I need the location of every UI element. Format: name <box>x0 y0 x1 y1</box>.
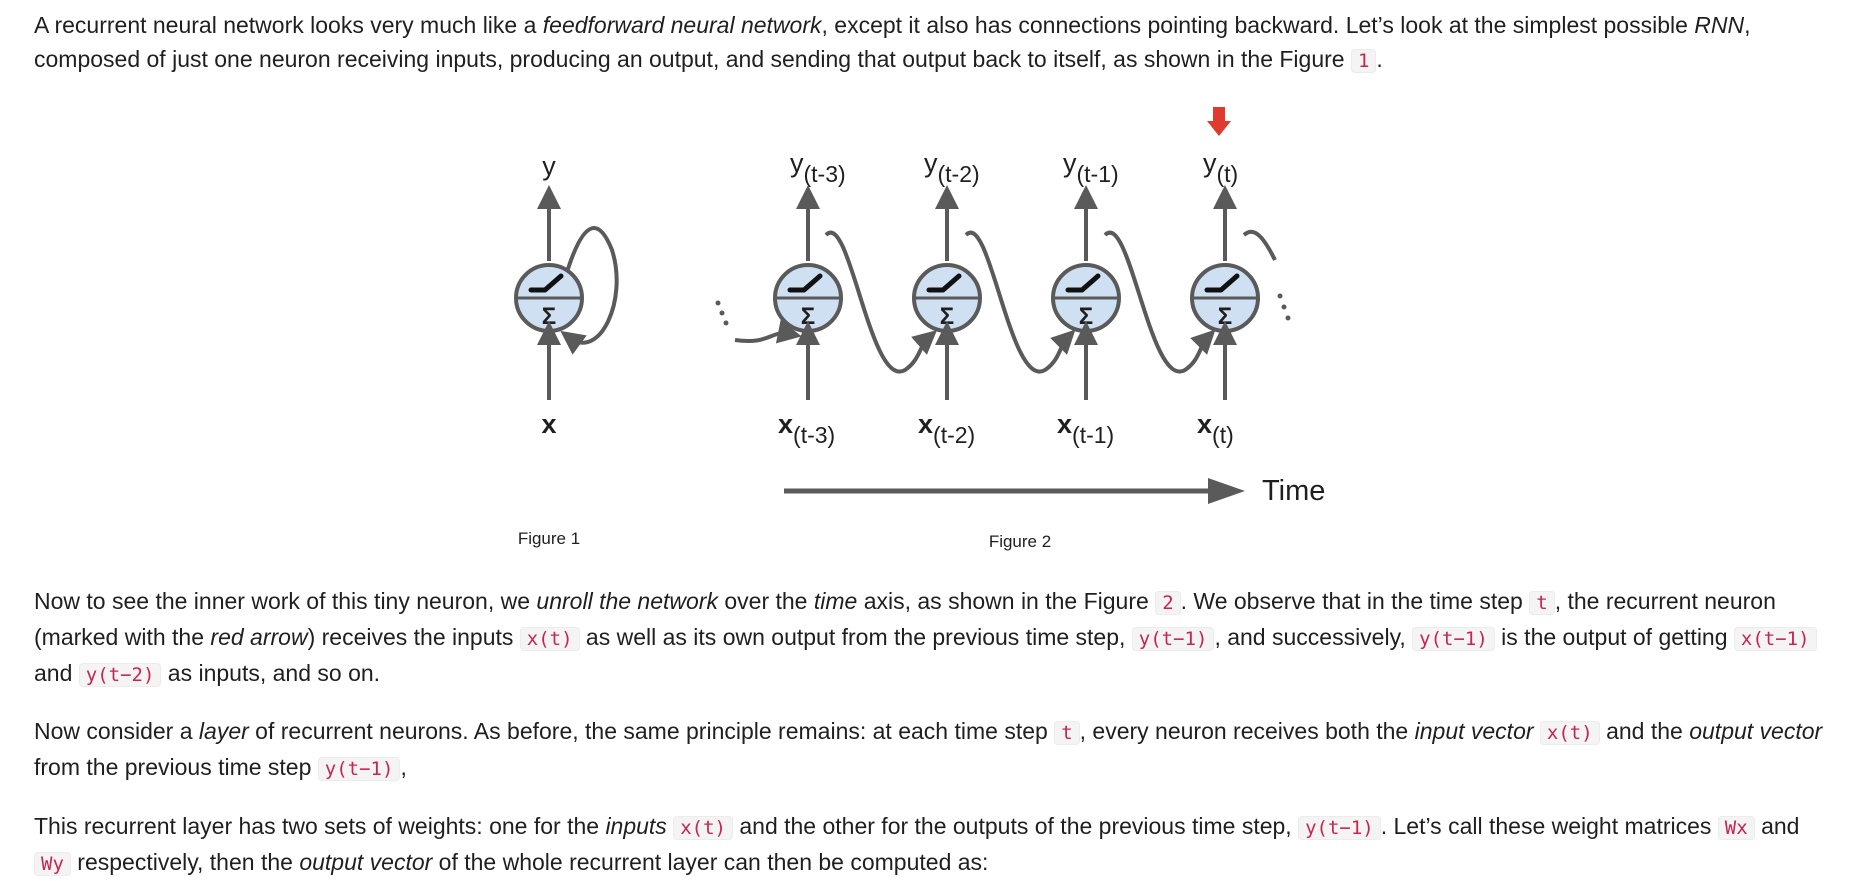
text: , the recurrent neuron (marked with the <box>34 588 1776 650</box>
text: and <box>1754 813 1800 839</box>
text: This recurrent layer has two sets of wei… <box>34 813 606 839</box>
emphasis: output vector <box>299 849 433 875</box>
emphasis: feedforward neural network <box>542 12 822 38</box>
emphasis: time <box>813 588 858 614</box>
text: , except it also has connections pointin… <box>821 12 1695 38</box>
figure-2-caption: Figure 2 <box>989 532 1051 551</box>
inline-code: 2 <box>1155 591 1181 615</box>
fig1-feedback-loop <box>560 226 619 355</box>
continuation-dots-left <box>715 300 729 326</box>
figure-1: y x Figure 1 <box>516 151 619 548</box>
fig1-input-label: x <box>541 409 556 439</box>
inline-code: t <box>1529 591 1555 615</box>
text: . Let’s call these weight matrices <box>1380 813 1718 839</box>
inline-code: 1 <box>1350 49 1377 73</box>
text: and the <box>1599 718 1690 744</box>
step-output-label: y(t) <box>1203 148 1238 187</box>
text: as inputs, and so on. <box>161 660 381 686</box>
inline-code: x(t) <box>519 627 580 651</box>
recurrent-link-3 <box>1103 230 1216 374</box>
time-step: y(t-2) x(t-2) <box>914 148 980 448</box>
inline-code: t <box>1054 721 1080 745</box>
neuron <box>914 265 980 331</box>
inline-code: y(t−1) <box>1131 627 1215 651</box>
text: , and successively, <box>1214 624 1413 650</box>
text: , every neuron receives both the <box>1079 718 1415 744</box>
recurrent-link-2 <box>964 230 1076 374</box>
step-output-label: y(t-3) <box>790 148 846 187</box>
inline-code: y(t−2) <box>78 663 162 687</box>
text: , composed of just one neuron receiving … <box>34 12 1751 72</box>
inline-code: y(t−1) <box>1412 627 1495 651</box>
step-input-label: x(t-3) <box>778 409 835 448</box>
emphasis: layer <box>198 718 249 744</box>
emphasis: input vector <box>1414 718 1534 744</box>
red-arrow-icon <box>1207 107 1231 136</box>
text: axis, as shown in the Figure <box>857 588 1156 614</box>
fig1-output-label: y <box>542 151 556 181</box>
text: as well as its own output from the previ… <box>579 624 1132 650</box>
inline-code: y(t−1) <box>317 757 401 781</box>
neuron <box>1192 265 1258 331</box>
text: of recurrent neurons. As before, the sam… <box>248 718 1055 744</box>
inline-code: Wy <box>34 852 71 876</box>
emphasis: unroll the network <box>536 588 718 614</box>
inline-code: x(t) <box>673 816 733 840</box>
inline-code: x(t) <box>1539 721 1600 745</box>
text: , <box>400 754 407 780</box>
text: Now consider a <box>34 718 199 744</box>
inline-code: Wx <box>1717 816 1755 840</box>
text: . We observe that in the time step <box>1180 588 1530 614</box>
weights-paragraph: This recurrent layer has two sets of wei… <box>34 809 1824 881</box>
step-output-label: y(t-2) <box>924 148 980 187</box>
inline-code: x(t−1) <box>1733 627 1817 651</box>
inline-code: y(t−1) <box>1298 816 1381 840</box>
step-input-label: x(t-2) <box>918 409 975 448</box>
text: respectively, then the <box>70 849 300 875</box>
time-axis-arrowhead-icon <box>1208 478 1245 504</box>
recurrent-link-start <box>734 319 802 344</box>
unroll-paragraph: Now to see the inner work of this tiny n… <box>34 584 1824 692</box>
time-axis-label: Time <box>1262 475 1325 507</box>
time-step: y(t-1) x(t-1) <box>1053 148 1119 448</box>
text: is the output of getting <box>1494 624 1734 650</box>
text: Now to see the inner work of this tiny n… <box>34 588 537 614</box>
step-input-label: x(t-1) <box>1057 409 1114 448</box>
neuron <box>775 265 841 331</box>
text <box>1534 718 1540 744</box>
neuron <box>1053 265 1119 331</box>
step-input-label: x(t) <box>1197 409 1234 448</box>
emphasis: red arrow <box>210 624 308 650</box>
figure-1-caption: Figure 1 <box>518 529 580 548</box>
text: over the <box>717 588 814 614</box>
text: and the other for the outputs of the pre… <box>732 813 1299 839</box>
fig1-neuron <box>516 265 582 331</box>
rnn-figure: Σ y x Figure 1 <box>0 107 1325 551</box>
emphasis: output vector <box>1689 718 1823 744</box>
emphasis: RNN <box>1694 12 1745 38</box>
time-step: y(t-3) x(t-3) <box>775 148 846 448</box>
time-step: y(t) x(t) <box>1192 148 1258 448</box>
figure-2: y(t-3) x(t-3) y(t-2) x(t-2) y(t-1) x( <box>715 107 1325 551</box>
text: from the previous time step <box>34 754 318 780</box>
text: and <box>34 660 79 686</box>
continuation-dots-right <box>1277 293 1291 321</box>
layer-paragraph: Now consider a layer of recurrent neuron… <box>34 714 1824 786</box>
text: . <box>1376 46 1383 72</box>
text: of the whole recurrent layer can then be… <box>432 849 989 875</box>
text: ) receives the inputs <box>307 624 520 650</box>
step-output-label: y(t-1) <box>1063 148 1119 187</box>
text: A recurrent neural network looks very mu… <box>34 12 543 38</box>
emphasis: inputs <box>605 813 667 839</box>
recurrent-link-end <box>1242 229 1277 261</box>
recurrent-link-1 <box>824 230 938 374</box>
intro-paragraph: A recurrent neural network looks very mu… <box>34 8 1824 78</box>
